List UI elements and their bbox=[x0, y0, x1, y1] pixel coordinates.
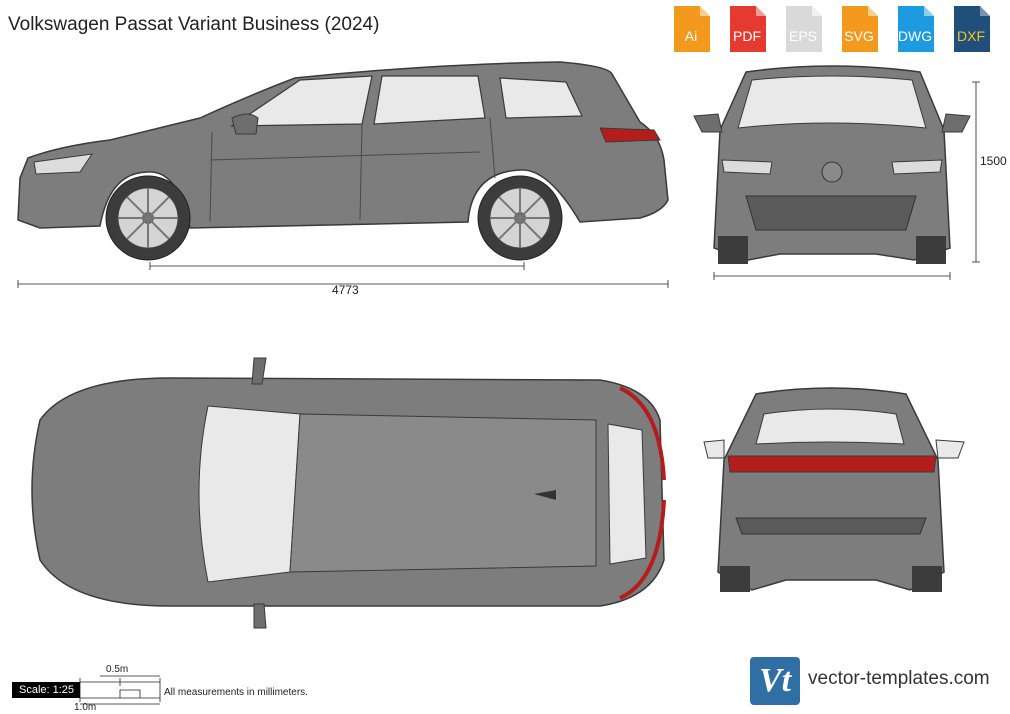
dxf-format-label: DXF bbox=[957, 28, 985, 44]
dwg-format-button[interactable]: DWG bbox=[892, 4, 938, 54]
pdf-format-label: PDF bbox=[733, 28, 761, 44]
front-windshield bbox=[737, 75, 927, 129]
format-buttons: Ai PDF EPS SVG DWG DXF bbox=[668, 4, 1004, 56]
side-headlight bbox=[33, 153, 94, 175]
rear-taillights bbox=[727, 455, 937, 473]
top-view bbox=[31, 357, 666, 629]
side-view bbox=[17, 61, 669, 288]
front-mirrors bbox=[693, 113, 971, 133]
front-headlights bbox=[721, 159, 943, 175]
top-rear-window bbox=[607, 423, 647, 565]
side-door-lines bbox=[209, 117, 496, 223]
height-dimension-line bbox=[972, 81, 980, 263]
scale-label: Scale: 1:25 bbox=[12, 682, 80, 698]
half-meter-label: 0.5m bbox=[106, 664, 129, 675]
front-wheels bbox=[718, 236, 946, 264]
front-wheel bbox=[105, 175, 191, 261]
eps-format-button[interactable]: EPS bbox=[780, 4, 826, 54]
side-windows bbox=[229, 75, 583, 127]
eps-format-label: EPS bbox=[788, 28, 817, 44]
length-value: 4773 bbox=[332, 283, 359, 297]
rear-view bbox=[703, 387, 965, 592]
scale-bar bbox=[79, 675, 161, 705]
front-grille bbox=[745, 195, 917, 231]
rear-mirrors bbox=[703, 439, 965, 459]
top-taillights bbox=[619, 386, 666, 600]
dxf-format-button[interactable]: DXF bbox=[948, 4, 994, 54]
front-badge bbox=[821, 161, 843, 183]
measurement-note: All measurements in millimeters. bbox=[164, 687, 308, 698]
pdf-format-button[interactable]: PDF bbox=[724, 4, 770, 54]
ai-format-label: Ai bbox=[684, 28, 698, 44]
height-value: 1500 bbox=[980, 154, 1007, 168]
ai-format-button[interactable]: Ai bbox=[668, 4, 714, 54]
side-taillight bbox=[599, 127, 661, 143]
vector-templates-logo[interactable]: Vt bbox=[750, 657, 800, 705]
width-dimension-line bbox=[713, 272, 951, 280]
side-mirror bbox=[231, 113, 259, 135]
front-view bbox=[693, 65, 980, 280]
rear-wheel bbox=[477, 175, 563, 261]
page-title: Volkswagen Passat Variant Business (2024… bbox=[8, 14, 380, 35]
svg-format-button[interactable]: SVG bbox=[836, 4, 882, 54]
length-dimension-line bbox=[17, 262, 669, 288]
one-meter-label: 1.0m bbox=[74, 702, 97, 713]
svg-format-label: SVG bbox=[844, 28, 874, 44]
rear-bumper bbox=[735, 517, 927, 535]
dwg-format-label: DWG bbox=[897, 28, 933, 44]
site-name-link[interactable]: vector-templates.com bbox=[808, 668, 990, 689]
rear-window bbox=[755, 408, 905, 445]
top-roof bbox=[289, 413, 597, 573]
top-windshield bbox=[198, 405, 301, 583]
rear-wheels bbox=[720, 566, 942, 592]
top-antenna bbox=[534, 490, 556, 500]
top-mirrors bbox=[251, 357, 267, 629]
